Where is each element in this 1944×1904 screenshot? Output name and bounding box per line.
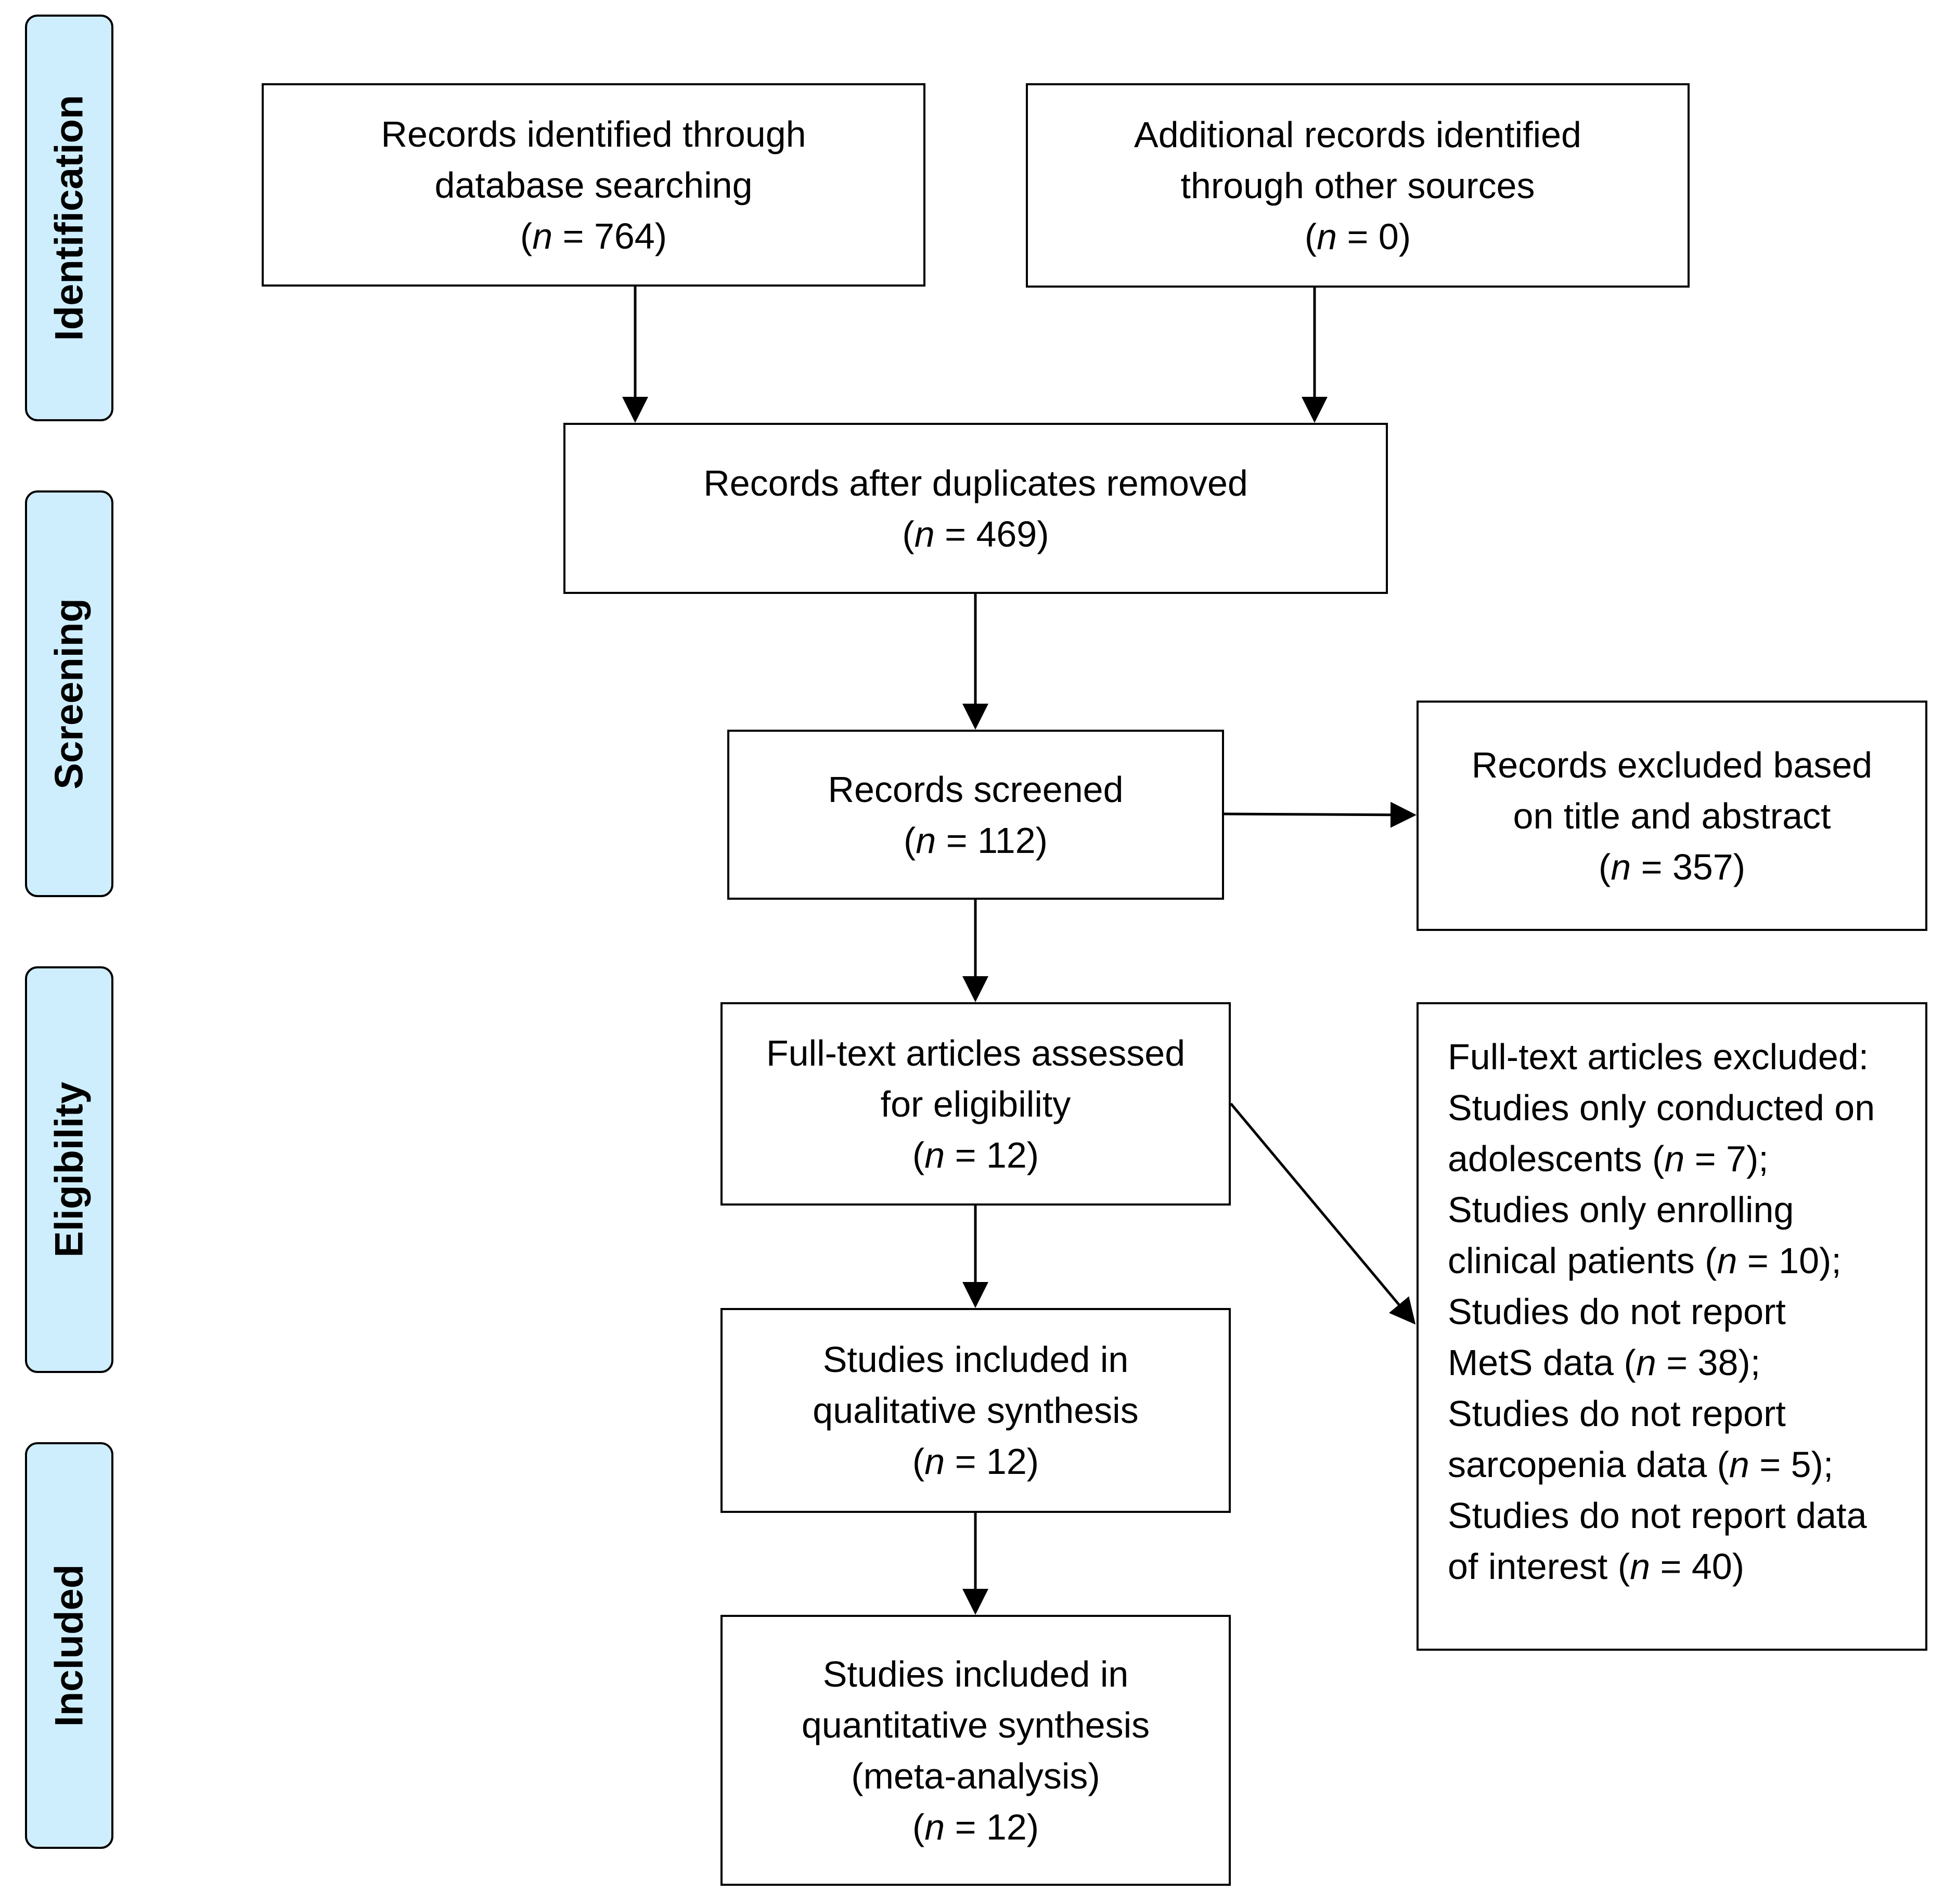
screened-count-open: ( [904, 820, 916, 861]
arrow-fulltext-to-excluded [1230, 1103, 1416, 1325]
quantitative-count-value: = 12) [945, 1806, 1039, 1847]
excluded-title-line-1: Records excluded based [1471, 744, 1873, 785]
arrow-screened-to-excluded [1224, 801, 1417, 828]
other-count: (n = 0) [1305, 211, 1411, 262]
qualitative-count-open: ( [912, 1441, 925, 1482]
phase-screening: Screening [25, 490, 113, 897]
excluded-reason-1b-n: n [1664, 1138, 1685, 1179]
duplicates-count-n: n [914, 513, 935, 554]
phase-eligibility: Eligibility [25, 966, 113, 1373]
excluded-title-count-open: ( [1598, 846, 1611, 887]
database-line-1: Records identified through [381, 113, 806, 154]
excluded-heading: Full-text articles excluded: [1448, 1037, 1869, 1077]
quantitative-line-3: (meta-analysis) [851, 1755, 1100, 1796]
fulltext-count-value: = 12) [945, 1134, 1039, 1175]
fulltext-count-open: ( [912, 1134, 925, 1175]
duplicates-count: (n = 469) [902, 509, 1049, 560]
duplicates-line-1: Records after duplicates removed [703, 462, 1248, 503]
phase-included: Included [25, 1442, 113, 1849]
excluded-reason-3b: MetS data (n = 38); [1448, 1337, 1760, 1388]
quantitative-line-2: quantitative synthesis [801, 1704, 1150, 1745]
fulltext-line-2: for eligibility [880, 1083, 1071, 1124]
other-count-open: ( [1304, 216, 1317, 257]
excluded-reason-3b-text: MetS data ( [1448, 1342, 1636, 1383]
database-count: (n = 764) [520, 211, 667, 262]
screened-count-n: n [916, 820, 936, 861]
quantitative-count-open: ( [912, 1806, 925, 1847]
fulltext-count: (n = 12) [912, 1130, 1039, 1181]
excluded-reason-1b-count: = 7); [1684, 1138, 1769, 1179]
excluded-reason-4b-text: sarcopenia data ( [1448, 1444, 1729, 1485]
excluded-reason-5b-n: n [1630, 1546, 1651, 1587]
other-count-n: n [1317, 216, 1337, 257]
excluded-reason-2a: Studies only enrolling [1448, 1189, 1794, 1230]
qualitative-count-value: = 12) [945, 1441, 1039, 1482]
other-line-1: Additional records identified [1134, 114, 1581, 155]
qualitative-line-1: Studies included in [822, 1339, 1129, 1380]
fulltext-count-n: n [924, 1134, 945, 1175]
box-other-sources: Additional records identified through ot… [1026, 83, 1690, 288]
box-full-text-excluded: Full-text articles excluded: Studies onl… [1417, 1002, 1927, 1651]
excluded-title-line-2: on title and abstract [1513, 795, 1831, 836]
excluded-reason-4b: sarcopenia data (n = 5); [1448, 1439, 1833, 1490]
box-database-records: Records identified through database sear… [262, 83, 925, 287]
excluded-reason-1a: Studies only conducted on [1448, 1087, 1875, 1128]
excluded-reason-3b-count: = 38); [1656, 1342, 1761, 1383]
screened-count-value: = 112) [936, 820, 1048, 861]
database-line-2: database searching [434, 164, 753, 205]
screened-count: (n = 112) [904, 815, 1048, 866]
excluded-title-count-value: = 357) [1631, 846, 1746, 887]
qualitative-count-n: n [924, 1441, 945, 1482]
excluded-reason-4a: Studies do not report [1448, 1393, 1786, 1434]
excluded-reason-5b: of interest (n = 40) [1448, 1541, 1744, 1592]
excluded-reason-1b-text: adolescents ( [1448, 1138, 1665, 1179]
duplicates-count-value: = 469) [934, 513, 1049, 554]
box-records-screened: Records screened (n = 112) [727, 730, 1224, 900]
excluded-reason-2b: clinical patients (n = 10); [1448, 1235, 1842, 1286]
excluded-reason-1b: adolescents (n = 7); [1448, 1133, 1769, 1184]
quantitative-count: (n = 12) [912, 1802, 1039, 1853]
duplicates-count-open: ( [902, 513, 915, 554]
excluded-reason-5a: Studies do not report data [1448, 1495, 1867, 1536]
excluded-reason-3a: Studies do not report [1448, 1291, 1786, 1332]
quantitative-count-n: n [924, 1806, 945, 1847]
fulltext-line-1: Full-text articles assessed [766, 1032, 1186, 1073]
qualitative-count: (n = 12) [912, 1436, 1039, 1487]
quantitative-line-1: Studies included in [822, 1653, 1129, 1694]
excluded-reason-5b-count: = 40) [1650, 1546, 1745, 1587]
box-full-text-assessed: Full-text articles assessed for eligibil… [720, 1002, 1231, 1206]
box-excluded-title-abstract: Records excluded based on title and abst… [1417, 701, 1927, 931]
excluded-title-count-n: n [1611, 846, 1631, 887]
database-count-n: n [532, 215, 553, 256]
box-qualitative-synthesis: Studies included in qualitative synthesi… [720, 1308, 1231, 1513]
excluded-title-count: (n = 357) [1599, 841, 1745, 892]
database-count-open: ( [520, 215, 533, 256]
excluded-reason-2b-count: = 10); [1737, 1240, 1842, 1281]
excluded-reason-2b-text: clinical patients ( [1448, 1240, 1717, 1281]
excluded-reason-3b-n: n [1636, 1342, 1656, 1383]
phase-identification: Identification [25, 15, 113, 421]
box-duplicates-removed: Records after duplicates removed (n = 46… [563, 423, 1388, 594]
screened-line-1: Records screened [828, 769, 1124, 810]
other-line-2: through other sources [1180, 165, 1535, 206]
excluded-reason-4b-count: = 5); [1749, 1444, 1834, 1485]
box-quantitative-synthesis: Studies included in quantitative synthes… [720, 1615, 1231, 1886]
database-count-value: = 764) [552, 215, 667, 256]
excluded-reason-2b-n: n [1717, 1240, 1737, 1281]
excluded-reason-5b-text: of interest ( [1448, 1546, 1630, 1587]
excluded-reason-4b-n: n [1729, 1444, 1749, 1485]
other-count-value: = 0) [1337, 216, 1411, 257]
qualitative-line-2: qualitative synthesis [813, 1390, 1139, 1431]
